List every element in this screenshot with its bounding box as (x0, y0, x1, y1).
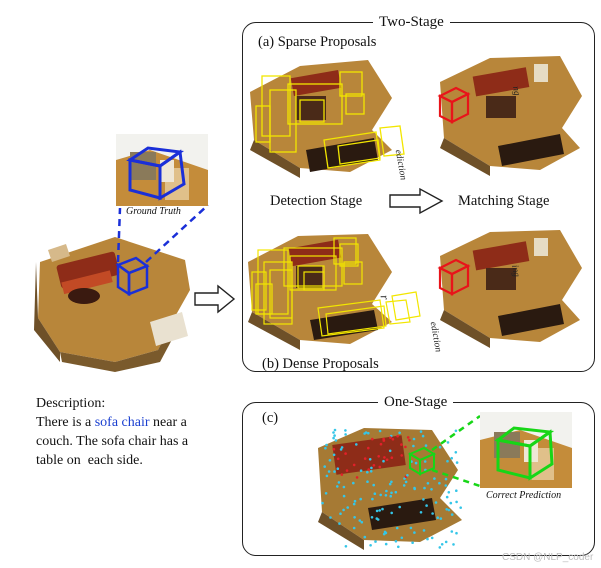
zoom-connector-left (116, 207, 122, 263)
description-block: Description: There is a sofa chair near … (36, 394, 236, 470)
ground-truth-box-scene (115, 256, 150, 297)
description-line-1: There is a sofa chair near a (36, 413, 236, 432)
detection-stage-label: Detection Stage (270, 193, 363, 209)
ground-truth-zoom-image (116, 134, 208, 206)
description-target-highlight: sofa chair (94, 415, 150, 430)
rotated-text-sofa-bottom: ing (509, 264, 522, 278)
dense-proposals-label: (b) Dense Proposals (262, 356, 379, 372)
sparse-proposals-label: (a) Sparse Proposals (258, 34, 377, 50)
input-room-image (34, 237, 190, 372)
two-stage-title: Two-Stage (373, 14, 450, 30)
description-line-1-suffix: near a (149, 415, 187, 430)
watermark: CSDN @NLP_coder (502, 552, 594, 563)
description-line-3: table on each side. (36, 453, 143, 468)
matching-stage-label: Matching Stage (458, 193, 550, 209)
description-line-1-prefix: There is a (36, 415, 95, 430)
ground-truth-box-zoom (126, 146, 186, 201)
one-stage-title: One-Stage (378, 394, 454, 410)
input-to-methods-arrow (194, 284, 236, 314)
one-stage-label: (c) (262, 410, 279, 426)
description-heading: Description: (36, 396, 106, 411)
ground-truth-caption: Ground Truth (126, 206, 181, 217)
one-stage-panel (242, 402, 595, 556)
description-line-2: couch. The sofa chair has a (36, 434, 189, 449)
rotated-text-sofa-top: ng (510, 85, 522, 97)
correct-prediction-caption: Correct Prediction (486, 490, 562, 501)
